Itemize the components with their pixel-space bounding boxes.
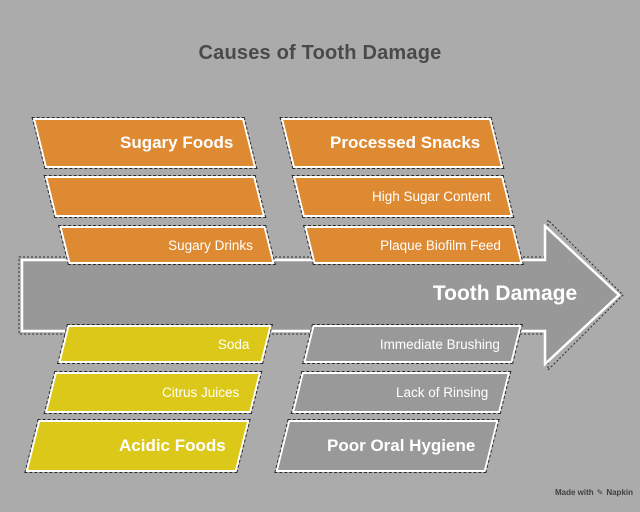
watermark-brand: Napkin bbox=[606, 488, 633, 497]
watermark-made-with: Made with bbox=[554, 488, 594, 497]
cause-box-label: Poor Oral Hygiene bbox=[326, 436, 475, 455]
watermark: Made with ✎ Napkin bbox=[555, 488, 633, 497]
cause-box-high-sugar-content: High Sugar Content bbox=[291, 175, 515, 218]
cause-box-label: Acidic Foods bbox=[119, 436, 226, 455]
cause-box-lack-of-rinsing: Lack of Rinsing bbox=[290, 371, 512, 414]
page-title: Causes of Tooth Damage bbox=[198, 42, 442, 64]
cause-box-sugary-foods: Sugary Foods bbox=[31, 117, 258, 169]
cause-box-label: Processed Snacks bbox=[329, 133, 480, 152]
cause-box-soda: Soda bbox=[57, 324, 273, 364]
cause-box-label: High Sugar Content bbox=[372, 189, 491, 204]
cause-box-label: Immediate Brushing bbox=[379, 336, 500, 352]
cause-box-plaque-biofilm-feed: Plaque Biofilm Feed bbox=[303, 225, 524, 265]
cause-box-label: Citrus Juices bbox=[161, 385, 239, 400]
cause-box-immediate-brushing: Immediate Brushing bbox=[302, 324, 523, 364]
cause-box-sugary-drinks: Sugary Drinks bbox=[58, 225, 276, 265]
arrow-label: Tooth Damage bbox=[432, 282, 578, 305]
cause-box-label: Lack of Rinsing bbox=[395, 385, 488, 400]
cause-box-label: Sugary Drinks bbox=[168, 237, 253, 253]
cause-box-label: Soda bbox=[218, 336, 250, 352]
cause-box-processed-snacks: Processed Snacks bbox=[279, 117, 505, 169]
arrow-sketch-outline bbox=[18, 218, 624, 372]
cause-box-poor-oral-hygiene: Poor Oral Hygiene bbox=[274, 419, 500, 473]
cause-box-label: Plaque Biofilm Feed bbox=[380, 237, 501, 253]
cause-box-acidic-foods: Acidic Foods bbox=[24, 419, 251, 473]
cause-box-citrus-juices: Citrus Juices bbox=[43, 371, 263, 414]
cause-box-empty bbox=[43, 175, 267, 218]
napkin-logo-icon: ✎ bbox=[596, 487, 604, 497]
cause-box-label: Sugary Foods bbox=[119, 133, 233, 152]
